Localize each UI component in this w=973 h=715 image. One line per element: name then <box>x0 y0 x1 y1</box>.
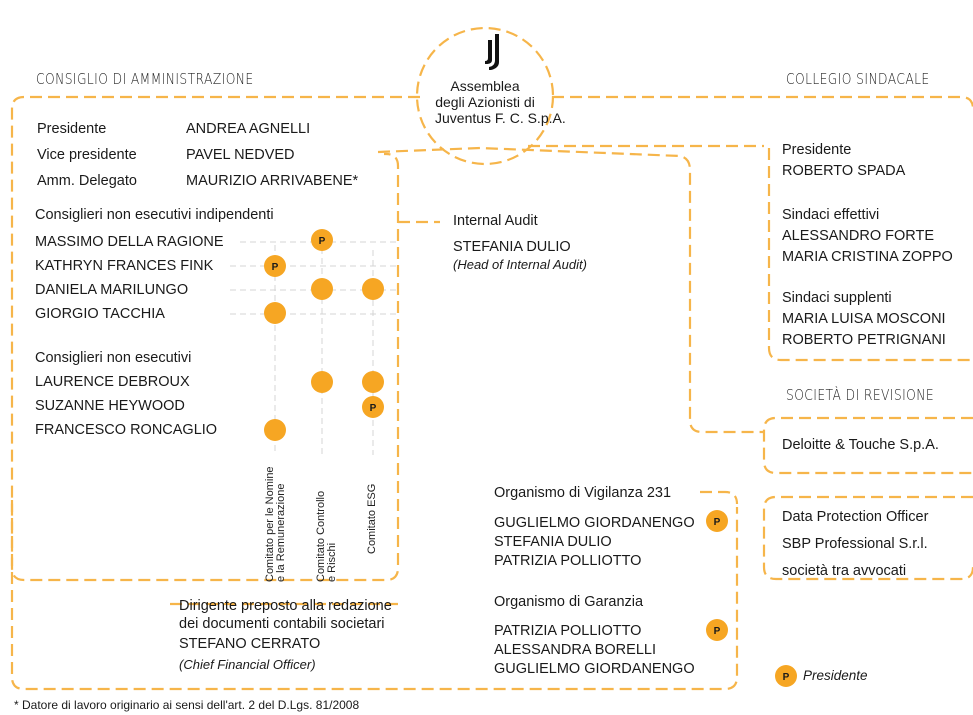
alternate-member: ROBERTO PETRIGNANI <box>782 332 946 348</box>
assembly-line3: Juventus F. C. S.p.A. <box>435 110 566 126</box>
auditing-heading: SOCIETÀ DI REVISIONE <box>786 386 935 404</box>
badge-letter: P <box>370 403 377 414</box>
guarantee-member: PATRIZIA POLLIOTTO <box>494 623 642 639</box>
director-name: GIORGIO TACCHIA <box>35 306 165 322</box>
effective-label: Sindaci effettivi <box>782 207 880 223</box>
vigilance-member: GUGLIELMO GIORDANENGO <box>494 515 695 531</box>
assembly-label: Assemblea degli Azionisti di Juventus F.… <box>435 78 566 126</box>
membership-dot <box>264 419 286 441</box>
legend-badge <box>775 665 797 687</box>
alternate-label: Sindaci supplenti <box>782 290 892 306</box>
internal-audit-name: STEFANIA DULIO <box>453 239 571 255</box>
vigilance-title: Organismo di Vigilanza 231 <box>494 485 672 501</box>
director-name: MASSIMO DELLA RAGIONE <box>35 234 224 250</box>
role-name: PAVEL NEDVED <box>186 147 295 163</box>
director-name: DANIELA MARILUNGO <box>35 282 189 298</box>
membership-dot-president <box>362 396 384 418</box>
assembly-to-auditor-connector <box>377 146 765 434</box>
badge-letter: P <box>272 262 279 273</box>
alternate-member: MARIA LUISA MOSCONI <box>782 311 946 327</box>
vigilance-border <box>700 490 739 505</box>
guarantee-title: Organismo di Garanzia <box>494 594 644 610</box>
membership-dot <box>362 371 384 393</box>
statutory-president: ROBERTO SPADA <box>782 163 906 179</box>
role-name: MAURIZIO ARRIVABENE* <box>186 173 359 189</box>
board-heading: CONSIGLIO DI AMMINISTRAZIONE <box>36 70 254 88</box>
manager-line2: dei documenti contabili societari <box>179 616 385 632</box>
internal-audit-title: Internal Audit <box>453 213 538 229</box>
statutory-heading: COLLEGIO SINDACALE <box>786 70 930 88</box>
membership-dot <box>311 371 333 393</box>
vigilance-member: STEFANIA DULIO <box>494 534 612 550</box>
committee-label-esg: Comitato ESG <box>366 483 378 554</box>
badge-letter: P <box>714 626 721 637</box>
dpo-firm: SBP Professional S.r.l. <box>782 536 928 552</box>
guarantee-member: GUGLIELMO GIORDANENGO <box>494 661 695 677</box>
membership-dot <box>264 302 286 324</box>
dpo-border <box>762 495 973 581</box>
dpo-note: società tra avvocati <box>782 563 907 579</box>
badge-letter: P <box>714 517 721 528</box>
statutory-president-label: Presidente <box>782 142 852 158</box>
role-title: Vice presidente <box>37 147 137 163</box>
statutory-top-border <box>552 95 973 110</box>
board-box-border <box>10 95 420 582</box>
membership-dot-president <box>311 229 333 251</box>
assembly-line2: degli Azionisti di <box>435 94 535 110</box>
badge-letter: P <box>783 672 790 683</box>
nonexec-heading: Consiglieri non esecutivi <box>35 350 192 366</box>
guarantee-member: ALESSANDRA BORELLI <box>494 642 656 658</box>
footnote: * Datore di lavoro originario ai sensi d… <box>14 698 360 712</box>
assembly-line1: Assemblea <box>450 78 520 94</box>
manager-line1: Dirigente preposto alla redazione <box>179 598 392 614</box>
director-name: LAURENCE DEBROUX <box>35 374 190 390</box>
effective-member: ALESSANDRO FORTE <box>782 228 935 244</box>
role-title: Amm. Delegato <box>37 173 137 189</box>
director-name: SUZANNE HEYWOOD <box>35 398 185 414</box>
vigilance-member: PATRIZIA POLLIOTTO <box>494 553 642 569</box>
legend-label: Presidente <box>803 668 868 683</box>
manager-name: STEFANO CERRATO <box>179 636 321 652</box>
internal-audit-role: (Head of Internal Audit) <box>453 257 587 272</box>
independent-heading: Consiglieri non esecutivi indipendenti <box>35 207 274 223</box>
juventus-logo <box>485 34 499 70</box>
role-name: ANDREA AGNELLI <box>186 121 311 137</box>
membership-dots: P P P P P P <box>264 229 797 687</box>
manager-role: (Chief Financial Officer) <box>179 657 316 672</box>
outer-chain-border <box>10 500 739 691</box>
role-title: Presidente <box>37 121 107 137</box>
membership-dot-president <box>264 255 286 277</box>
director-name: KATHRYN FRANCES FINK <box>35 258 214 274</box>
vigilance-president-badge <box>706 510 728 532</box>
membership-dot <box>362 278 384 300</box>
director-name: FRANCESCO RONCAGLIO <box>35 422 218 438</box>
effective-member: MARIA CRISTINA ZOPPO <box>782 249 953 265</box>
membership-dot <box>311 278 333 300</box>
dpo-title: Data Protection Officer <box>782 509 929 525</box>
statutory-box-border <box>767 148 973 362</box>
guarantee-president-badge <box>706 619 728 641</box>
badge-letter: P <box>319 236 326 247</box>
audit-firm-border <box>762 416 973 475</box>
audit-firm-name: Deloitte & Touche S.p.A. <box>782 437 939 453</box>
